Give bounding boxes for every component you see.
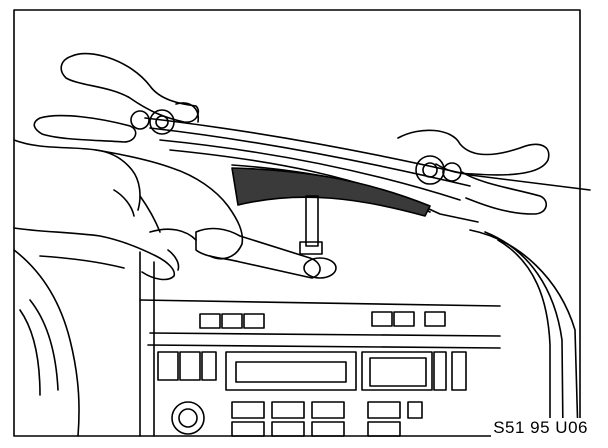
trim-strip (144, 117, 591, 223)
figure-reference-code: S51 95 U06 (491, 418, 590, 438)
sealing-strip (231, 167, 431, 217)
figure-border (13, 9, 581, 437)
dashboard-right-pillar (469, 229, 579, 437)
right-clamp (397, 129, 550, 215)
ratchet-wrench (195, 195, 337, 279)
center-console (139, 251, 501, 437)
left-dashboard-vent (13, 249, 80, 437)
hand (13, 139, 244, 281)
left-clamp (33, 52, 200, 143)
